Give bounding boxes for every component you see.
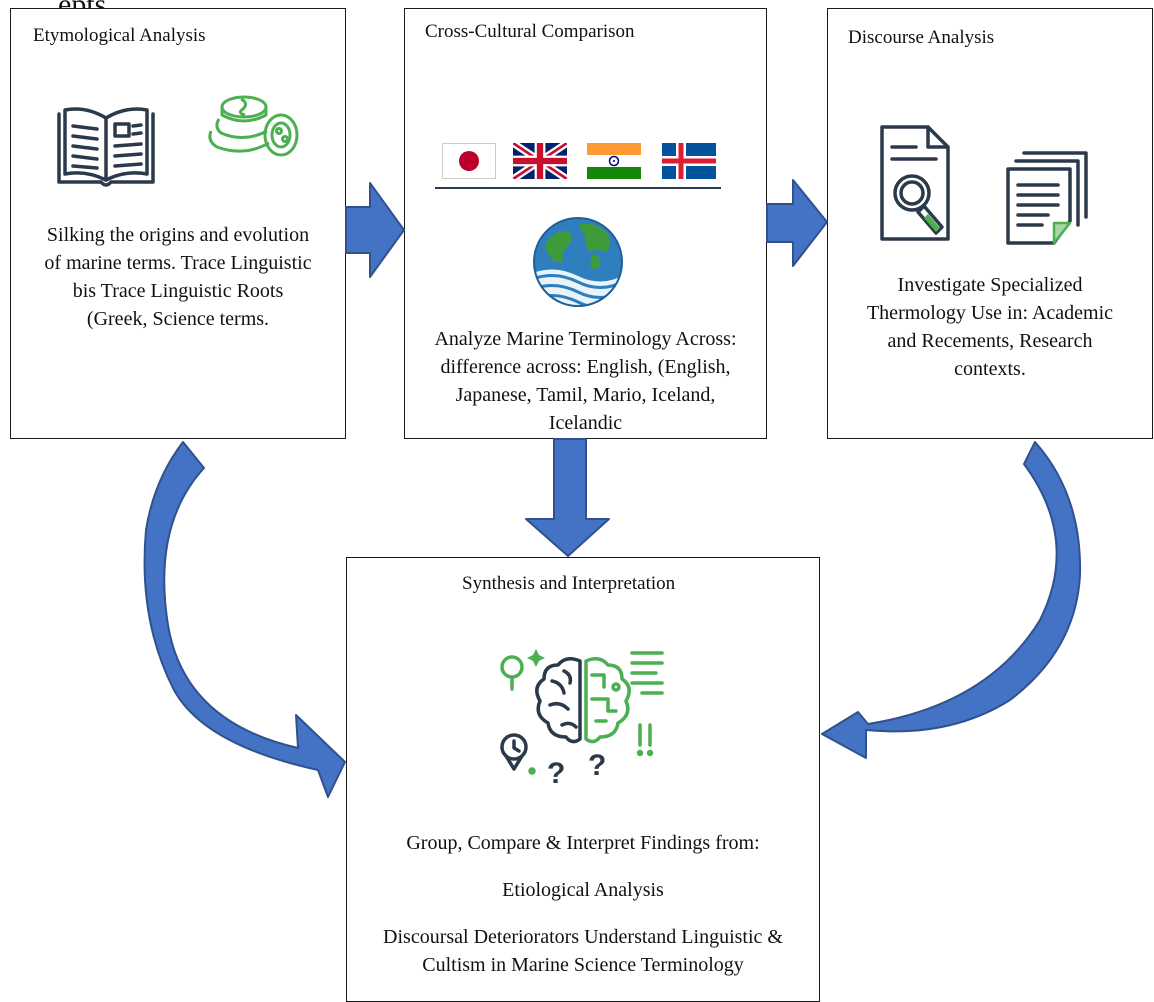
arrow-cross-cultural-to-synthesis [525,438,610,557]
brain-analysis-icon: ? ? [500,649,664,790]
cross-cultural-line-2: difference across: English, (English, [440,356,731,378]
etymological-line-1: Silking the origins and evolution [46,224,310,246]
synthesis-line-2: Etiological Analysis [502,879,664,901]
documents-stack-icon [1006,151,1088,245]
globe-icon [533,217,623,307]
synthesis-line-1: Group, Compare & Interpret Findings from… [406,832,760,854]
iceland-flag-icon [662,143,716,179]
cross-cultural-description: Analyze Marine Terminology Across: diffe… [405,325,766,437]
etymological-analysis-description: Silking the origins and evolution of mar… [11,221,345,333]
cross-cultural-line-1: Analyze Marine Terminology Across: [434,328,737,350]
etymological-line-2: of marine terms. Trace Linguistic [44,252,312,274]
etymological-analysis-title: Etymological Analysis [33,25,206,46]
open-book-icon [57,107,155,187]
arrow-etymological-to-cross-cultural [345,182,405,278]
discourse-line-1: Investigate Specialized [897,274,1083,296]
discourse-line-2: Thermology Use in: Academic [866,302,1114,324]
cross-cultural-comparison-title: Cross-Cultural Comparison [425,21,635,42]
coins-icon [208,95,299,157]
uk-flag-icon [513,143,567,179]
synthesis-line-3: Discoursal Deteriorators Understand Ling… [383,926,783,948]
discourse-analysis-box: Discourse Analysis Investigate Specializ… [827,8,1153,439]
etymological-line-3: bis Trace Linguistic Roots [72,280,284,302]
arrow-discourse-to-synthesis [821,441,1082,759]
etymological-line-4: (Greek, Science terms. [86,308,270,330]
synthesis-interpretation-box: Synthesis and Interpretation [346,557,820,1002]
arrow-etymological-to-synthesis [143,441,346,798]
cross-cultural-comparison-box: Cross-Cultural Comparison [404,8,767,439]
cross-cultural-line-3: Japanese, Tamil, Mario, Iceland, [455,384,716,406]
india-flag-icon [587,143,641,179]
discourse-line-3: and Recements, Research [887,330,1093,352]
japan-flag-icon [442,143,496,179]
discourse-analysis-description: Investigate Specialized Thermology Use i… [828,271,1152,383]
svg-text:?: ? [547,757,565,790]
synthesis-description: Group, Compare & Interpret Findings from… [347,829,819,979]
arrow-cross-cultural-to-discourse [766,179,828,267]
svg-text:?: ? [588,749,606,782]
document-search-icon [880,125,950,241]
synthesis-line-4: Cultism in Marine Science Terminology [422,954,744,976]
cross-cultural-line-4: Icelandic [548,412,623,434]
flags-divider [435,187,721,189]
discourse-line-4: contexts. [954,358,1026,380]
synthesis-interpretation-title: Synthesis and Interpretation [462,573,676,594]
discourse-analysis-title: Discourse Analysis [848,27,995,48]
